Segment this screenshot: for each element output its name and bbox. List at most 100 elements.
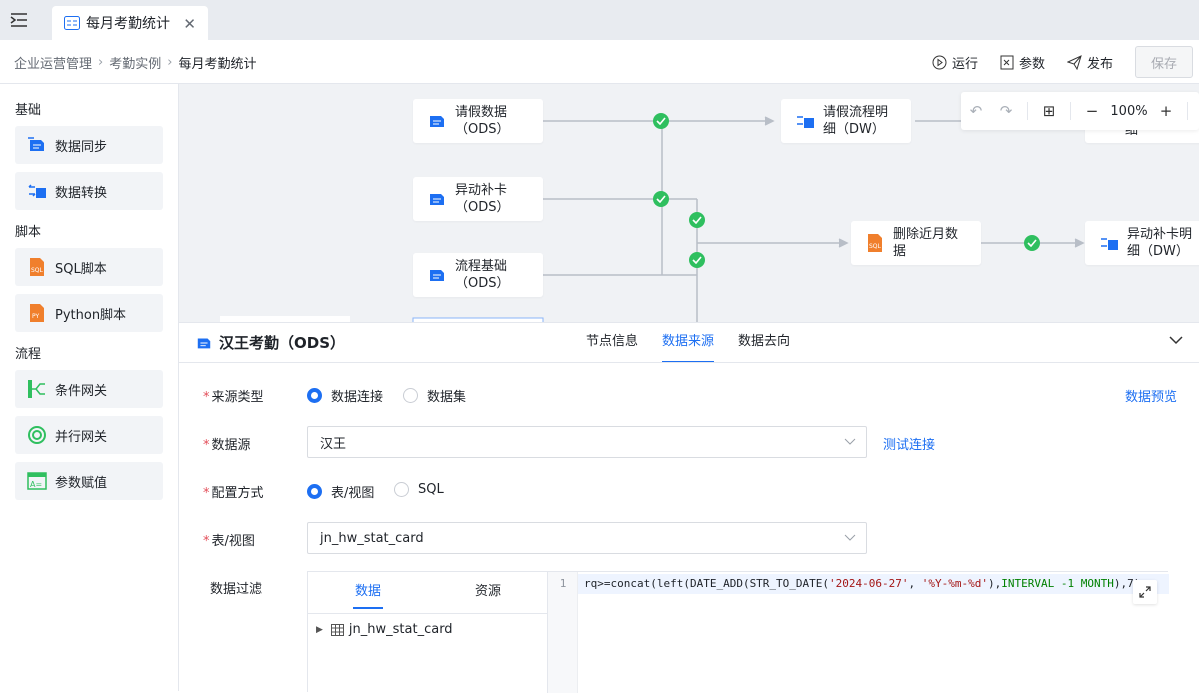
flow-node-leave-ods[interactable]: 请假数据 （ODS）	[413, 99, 543, 143]
table-view-select[interactable]: jn_hw_stat_card	[307, 522, 867, 554]
check-circle-icon	[653, 113, 669, 129]
filter-tabs: 数据 资源	[308, 572, 548, 614]
filter-tree-panel: 数据 资源 ▶ jn_hw_stat_card	[308, 572, 548, 693]
check-circle-icon	[689, 212, 705, 228]
filter-code[interactable]: rq>=concat(left(DATE_ADD(STR_TO_DATE('20…	[584, 577, 1141, 590]
chevron-down-icon	[844, 534, 856, 541]
run-button[interactable]: 运行	[932, 53, 978, 72]
sidebar-item-condition-gateway[interactable]: 条件网关	[15, 370, 163, 408]
sidebar-item-param-assign[interactable]: A= 参数赋值	[15, 462, 163, 500]
zoom-in-icon[interactable]: +	[1159, 102, 1173, 120]
sql-filter-editor[interactable]: 1 rq>=concat(left(DATE_ADD(STR_TO_DATE('…	[548, 572, 1169, 693]
condition-gateway-icon	[27, 379, 47, 399]
tab-label: 每月考勤统计	[86, 16, 170, 32]
radio-table-view[interactable]: 表/视图	[307, 482, 374, 501]
divider	[1187, 102, 1188, 120]
sql-file-icon: SQL	[868, 234, 882, 252]
breadcrumb-item[interactable]: 考勤实例	[109, 57, 162, 72]
parallel-gateway-icon	[27, 425, 47, 445]
save-button[interactable]: 保存	[1135, 46, 1193, 78]
sidebar-item-label: SQL脚本	[55, 261, 107, 277]
sidebar-item-label: 条件网关	[55, 383, 108, 399]
table-view-label: *表/视图	[203, 534, 255, 549]
breadcrumb: 企业运营管理 › 考勤实例 › 每月考勤统计	[14, 53, 256, 72]
svg-text:SQL: SQL	[869, 243, 882, 250]
fit-view-icon[interactable]: ⊞	[1042, 102, 1056, 120]
sidebar-item-label: 参数赋值	[55, 475, 108, 491]
breadcrumb-item[interactable]: 企业运营管理	[14, 57, 93, 72]
component-sidebar: 基础 数据同步 数据转换 脚本 SQL SQL脚本 PY Python脚本 流程…	[0, 84, 179, 691]
line-number: 1	[559, 577, 567, 590]
tab-data-destination[interactable]: 数据去向	[738, 334, 791, 349]
flow-node-change-card-dw[interactable]: 异动补卡明 细（DW）	[1085, 221, 1199, 265]
divider	[1070, 102, 1071, 120]
redo-icon[interactable]: ↷	[999, 102, 1013, 120]
workflow-icon	[64, 16, 80, 30]
data-preview-link[interactable]: 数据预览	[1124, 390, 1177, 405]
tab-node-info[interactable]: 节点信息	[586, 334, 639, 349]
sidebar-item-label: 并行网关	[55, 429, 108, 445]
publish-label: 发布	[1086, 56, 1113, 72]
check-circle-icon	[689, 252, 705, 268]
flow-node-delete-recent[interactable]: SQL 删除近月数 据	[851, 221, 981, 265]
check-circle-icon	[1024, 235, 1040, 251]
chevron-right-icon: ›	[98, 55, 104, 70]
publish-button[interactable]: 发布	[1066, 53, 1113, 72]
expand-editor-icon[interactable]	[1133, 580, 1157, 604]
play-icon	[932, 55, 947, 69]
params-button[interactable]: 参数	[1000, 53, 1045, 72]
config-mode-label: *配置方式	[203, 486, 264, 501]
flow-node-leave-detail-dw[interactable]: 请假流程明 细（DW）	[781, 99, 911, 143]
chevron-down-icon[interactable]	[1169, 335, 1183, 345]
test-connection-link[interactable]: 测试连接	[883, 438, 936, 453]
tree-item-table[interactable]: ▶ jn_hw_stat_card	[316, 622, 453, 637]
flow-canvas[interactable]: 请假数据 （ODS） 异动补卡 （ODS） 流程基础 （ODS） 请假流程明 细…	[179, 84, 1199, 322]
sidebar-item-parallel-gateway[interactable]: 并行网关	[15, 416, 163, 454]
chevron-down-icon	[844, 438, 856, 445]
svg-text:A=: A=	[30, 480, 42, 489]
data-transform-icon	[797, 116, 814, 128]
run-label: 运行	[951, 56, 978, 72]
data-sync-icon	[27, 135, 47, 155]
data-transform-icon	[1101, 238, 1118, 250]
send-icon	[1066, 54, 1082, 70]
close-tab-icon[interactable]: ✕	[183, 15, 196, 33]
sidebar-item-data-transform[interactable]: 数据转换	[15, 172, 163, 210]
node-config-panel: 汉王考勤（ODS） 节点信息 数据来源 数据去向 *来源类型 数据连接 数据集 …	[179, 322, 1199, 693]
tab-monthly-attendance[interactable]: 每月考勤统计 ✕	[52, 6, 208, 40]
group-title-script: 脚本	[15, 225, 42, 240]
sidebar-item-python-script[interactable]: PY Python脚本	[15, 294, 163, 332]
data-sync-icon	[430, 194, 444, 205]
data-sync-icon	[197, 338, 211, 348]
datasource-label: *数据源	[203, 438, 251, 453]
node-label: 请假数据 （ODS）	[455, 105, 510, 137]
tab-data-source[interactable]: 数据来源	[662, 323, 715, 363]
sidebar-item-sql-script[interactable]: SQL SQL脚本	[15, 248, 163, 286]
datasource-select[interactable]: 汉王	[307, 426, 867, 458]
filter-tab-resource[interactable]: 资源	[474, 584, 501, 599]
source-type-label: *来源类型	[203, 390, 264, 405]
menu-toggle-icon[interactable]	[10, 13, 28, 27]
radio-dataset[interactable]: 数据集	[403, 386, 466, 405]
zoom-out-icon[interactable]: −	[1085, 102, 1099, 120]
svg-text:SQL: SQL	[31, 267, 44, 274]
datasource-value: 汉王	[320, 436, 347, 452]
sidebar-item-data-sync[interactable]: 数据同步	[15, 126, 163, 164]
data-sync-icon	[430, 270, 444, 281]
panel-title-text: 汉王考勤（ODS）	[219, 334, 346, 352]
tree-item-label: jn_hw_stat_card	[348, 622, 453, 637]
sidebar-item-label: 数据转换	[55, 185, 108, 201]
sidebar-item-label: 数据同步	[55, 139, 108, 155]
undo-icon[interactable]: ↶	[969, 102, 983, 120]
flow-node-change-card-ods[interactable]: 异动补卡 （ODS）	[413, 177, 543, 221]
zoom-toolbar: ↶ ↷ ⊞ − 100% +	[961, 92, 1199, 130]
divider	[1027, 102, 1028, 120]
radio-sql[interactable]: SQL	[394, 482, 444, 497]
breadcrumb-current: 每月考勤统计	[178, 57, 257, 72]
caret-right-icon[interactable]: ▶	[316, 624, 323, 635]
filter-tab-data[interactable]: 数据	[308, 572, 428, 613]
panel-title: 汉王考勤（ODS）	[195, 332, 345, 353]
group-title-basic: 基础	[15, 103, 42, 118]
flow-node-process-base-ods[interactable]: 流程基础 （ODS）	[413, 253, 543, 297]
radio-data-connection[interactable]: 数据连接	[307, 386, 383, 405]
